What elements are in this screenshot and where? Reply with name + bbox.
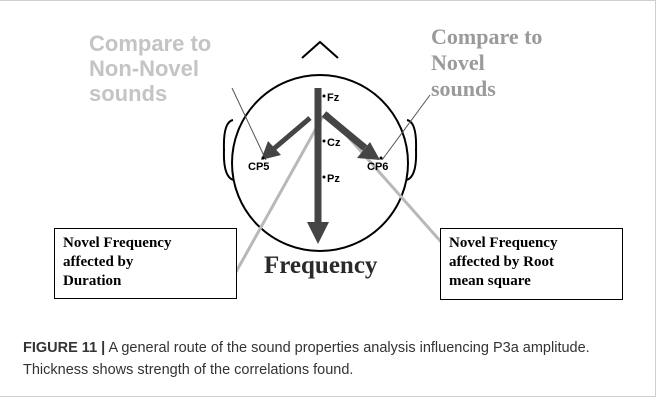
caption-text: A general route of the sound properties … [23, 340, 590, 378]
nose-outline [301, 40, 339, 59]
note-box-duration: Novel Frequency affected by Duration [54, 228, 237, 299]
diagram-svg: Fz Cz Pz CP5 CP6 [222, 40, 444, 273]
left-ear-outline [222, 119, 234, 181]
electrode-label-fz: Fz [327, 92, 340, 104]
compare-novel-label: Compare to Novel sounds [431, 24, 543, 101]
figure-caption: FIGURE 11 | A general route of the sound… [23, 337, 643, 381]
compare-non-novel-connector [231, 87, 267, 161]
arrow-to-cp5-shaft [268, 116, 312, 154]
electrode-dot-cz [322, 139, 326, 143]
arrow-to-cp6-head [357, 142, 380, 160]
electrode-label-cp6: CP6 [367, 161, 388, 173]
right-ear-outline [406, 119, 418, 181]
arrow-to-cp5-head [261, 141, 281, 160]
caption-label: FIGURE 11 | [23, 340, 106, 356]
compare-non-novel-label: Compare to Non-Novel sounds [89, 31, 212, 106]
electrode-dot-pz [322, 175, 326, 179]
compare-novel-connector [381, 94, 431, 161]
note-box-rms: Novel Frequency affected by Root mean sq… [440, 228, 623, 300]
light-arrow-left-line [234, 115, 325, 273]
frequency-arrow-head [307, 222, 329, 244]
frequency-label: Frequency [264, 252, 378, 279]
electrode-label-pz: Pz [327, 173, 340, 185]
electrode-dot-cp6 [379, 156, 383, 160]
arrow-to-cp6-shaft [321, 111, 368, 151]
head-outline [231, 74, 409, 252]
electrode-dot-cp5 [261, 156, 265, 160]
electrode-label-cz: Cz [327, 137, 341, 149]
electrode-label-cp5: CP5 [248, 161, 269, 173]
electrode-dot-fz [322, 94, 326, 98]
